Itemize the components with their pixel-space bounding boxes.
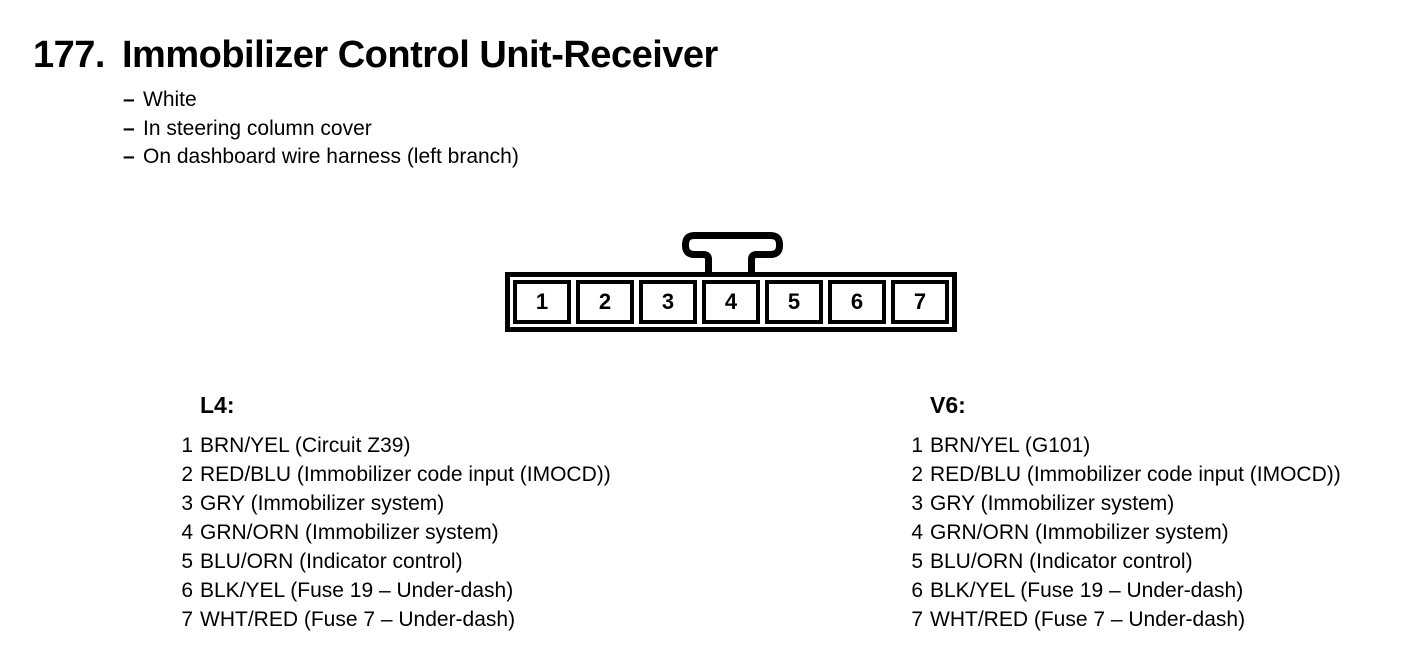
note-line: –In steering column cover xyxy=(123,115,519,144)
section-title: 177. Immobilizer Control Unit-Receiver xyxy=(33,34,718,77)
pin-number: 2 xyxy=(911,463,923,486)
pin-description: BRN/YEL (G101) xyxy=(930,434,1091,457)
connector-pin-3: 3 xyxy=(639,280,697,324)
connector-pin-1: 1 xyxy=(513,280,571,324)
pin-number: 5 xyxy=(181,550,193,573)
pin-description: GRN/ORN (Immobilizer system) xyxy=(200,521,499,544)
pin-description: RED/BLU (Immobilizer code input (IMOCD)) xyxy=(930,463,1341,486)
connector-pin-2: 2 xyxy=(576,280,634,324)
pin-description: BLK/YEL (Fuse 19 – Under-dash) xyxy=(200,579,514,602)
pin-number: 3 xyxy=(911,492,923,515)
pin-number: 1 xyxy=(181,434,193,457)
pin-number: 4 xyxy=(911,521,923,544)
pin-row: 3 GRY (Immobilizer system) xyxy=(908,489,1341,518)
pin-row: 7 WHT/RED (Fuse 7 – Under-dash) xyxy=(178,605,611,634)
pin-description: BLU/ORN (Indicator control) xyxy=(200,550,463,573)
pin-number: 4 xyxy=(181,521,193,544)
pin-row: 4 GRN/ORN (Immobilizer system) xyxy=(908,518,1341,547)
pin-description: GRY (Immobilizer system) xyxy=(200,492,445,515)
pin-row: 1 BRN/YEL (Circuit Z39) xyxy=(178,431,611,460)
pin-description: BLU/ORN (Indicator control) xyxy=(930,550,1193,573)
dash-bullet: – xyxy=(123,145,135,168)
pin-description: WHT/RED (Fuse 7 – Under-dash) xyxy=(200,608,516,631)
note-text: On dashboard wire harness (left branch) xyxy=(143,145,519,168)
notes-list: –White –In steering column cover –On das… xyxy=(123,86,519,172)
pin-row: 5 BLU/ORN (Indicator control) xyxy=(908,547,1341,576)
pin-description: GRN/ORN (Immobilizer system) xyxy=(930,521,1229,544)
pin-description: BLK/YEL (Fuse 19 – Under-dash) xyxy=(930,579,1244,602)
note-line: –White xyxy=(123,86,519,115)
pin-number: 1 xyxy=(911,434,923,457)
connector-diagram: 1 2 3 4 5 6 7 xyxy=(505,272,957,332)
pin-row: 7 WHT/RED (Fuse 7 – Under-dash) xyxy=(908,605,1341,634)
pin-number: 5 xyxy=(911,550,923,573)
pin-number: 2 xyxy=(181,463,193,486)
note-line: –On dashboard wire harness (left branch) xyxy=(123,143,519,172)
dash-bullet: – xyxy=(123,88,135,111)
note-text: In steering column cover xyxy=(143,116,372,140)
pin-row: 1 BRN/YEL (G101) xyxy=(908,431,1341,460)
pin-number: 6 xyxy=(181,579,193,602)
pin-row: 3 GRY (Immobilizer system) xyxy=(178,489,611,518)
pinout-column-v6: V6: 1 BRN/YEL (G101) 2 RED/BLU (Immobilize… xyxy=(908,392,1341,634)
page-title: Immobilizer Control Unit-Receiver xyxy=(122,34,718,76)
connector-pin-5: 5 xyxy=(765,280,823,324)
pinout-column-l4: L4: 1 BRN/YEL (Circuit Z39) 2 RED/BLU (Imm… xyxy=(178,392,611,634)
pin-description: BRN/YEL (Circuit Z39) xyxy=(200,434,411,457)
pin-description: GRY (Immobilizer system) xyxy=(930,492,1175,515)
pin-rows: 1 BRN/YEL (G101) 2 RED/BLU (Immobilizer co… xyxy=(908,431,1341,634)
section-number: 177. xyxy=(33,34,105,76)
connector-lock-tab-icon xyxy=(682,232,783,277)
column-heading-l4: L4: xyxy=(200,392,235,418)
pin-row: 5 BLU/ORN (Indicator control) xyxy=(178,547,611,576)
pin-row: 2 RED/BLU (Immobilizer code input (IMOCD)… xyxy=(908,460,1341,489)
pin-rows: 1 BRN/YEL (Circuit Z39) 2 RED/BLU (Immobil… xyxy=(178,431,611,634)
pin-number: 6 xyxy=(911,579,923,602)
pin-number: 7 xyxy=(181,608,193,631)
pin-row: 6 BLK/YEL (Fuse 19 – Under-dash) xyxy=(908,576,1341,605)
pin-number: 7 xyxy=(911,608,923,631)
connector-pin-6: 6 xyxy=(828,280,886,324)
connector-pin-4: 4 xyxy=(702,280,760,324)
pin-row: 6 BLK/YEL (Fuse 19 – Under-dash) xyxy=(178,576,611,605)
dash-bullet: – xyxy=(123,116,135,140)
pin-number: 3 xyxy=(181,492,193,515)
pin-row: 4 GRN/ORN (Immobilizer system) xyxy=(178,518,611,547)
pin-description: RED/BLU (Immobilizer code input (IMOCD)) xyxy=(200,463,611,486)
connector-pin-7: 7 xyxy=(891,280,949,324)
column-heading-v6: V6: xyxy=(930,392,966,418)
pin-description: WHT/RED (Fuse 7 – Under-dash) xyxy=(930,608,1246,631)
pin-row: 2 RED/BLU (Immobilizer code input (IMOCD)… xyxy=(178,460,611,489)
note-text: White xyxy=(143,88,197,111)
